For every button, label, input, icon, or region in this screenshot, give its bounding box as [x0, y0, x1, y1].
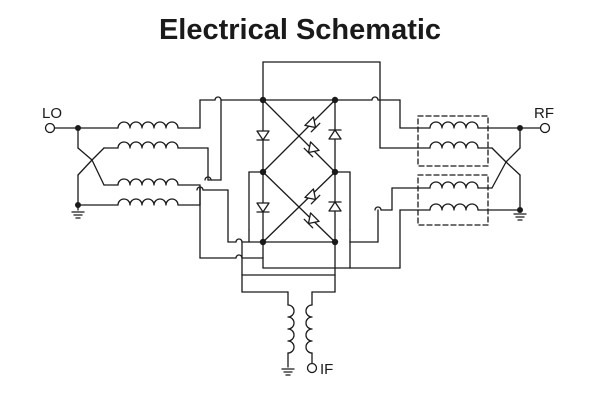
rf-inductor-4	[429, 203, 479, 211]
rf-dashed-box-bottom	[417, 174, 489, 226]
lo-inductor-1	[117, 121, 179, 129]
junction-dot	[517, 125, 523, 131]
junction-dot	[259, 238, 267, 246]
interconnect-wiring	[196, 61, 431, 306]
if-inductor-primary	[287, 304, 295, 354]
junction-dot	[259, 96, 267, 104]
junction-dot	[75, 202, 81, 208]
rf-inductor-1	[429, 121, 479, 129]
diode-1-icon	[256, 130, 270, 141]
diode-7-icon	[304, 188, 321, 205]
rf-dashed-box-top	[417, 115, 489, 167]
junction-dot	[331, 96, 339, 104]
lo-inductor-4	[117, 198, 179, 206]
if-port-terminal	[306, 362, 318, 374]
rf-port-terminal	[519, 122, 551, 134]
rf-inductor-2	[429, 141, 479, 149]
if-ground-icon	[281, 368, 295, 376]
lo-ground-icon	[71, 211, 85, 219]
rf-label: RF	[534, 105, 554, 122]
lo-port-terminal	[44, 122, 79, 134]
diode-5-icon	[304, 116, 321, 133]
diode-3-icon	[256, 202, 270, 213]
junction-dot	[259, 168, 267, 176]
junction-dot	[75, 125, 81, 131]
rf-inductor-3	[429, 181, 479, 189]
junction-dot	[517, 207, 523, 213]
rf-ground-icon	[513, 213, 527, 221]
lo-inductor-2	[117, 141, 179, 149]
if-transformer	[281, 274, 336, 376]
junction-dot	[331, 168, 339, 176]
page-title: Electrical Schematic	[158, 14, 442, 46]
lo-inductor-3	[117, 178, 179, 186]
rf-balun	[417, 115, 527, 226]
if-label: IF	[320, 361, 333, 378]
diode-2-icon	[328, 129, 342, 140]
junction-dots	[75, 96, 523, 246]
if-inductor-secondary	[305, 304, 313, 354]
lo-balun	[71, 99, 216, 259]
lo-label: LO	[42, 105, 62, 122]
diode-4-icon	[328, 201, 342, 212]
junction-dot	[331, 238, 339, 246]
diode-8-icon	[303, 212, 320, 229]
